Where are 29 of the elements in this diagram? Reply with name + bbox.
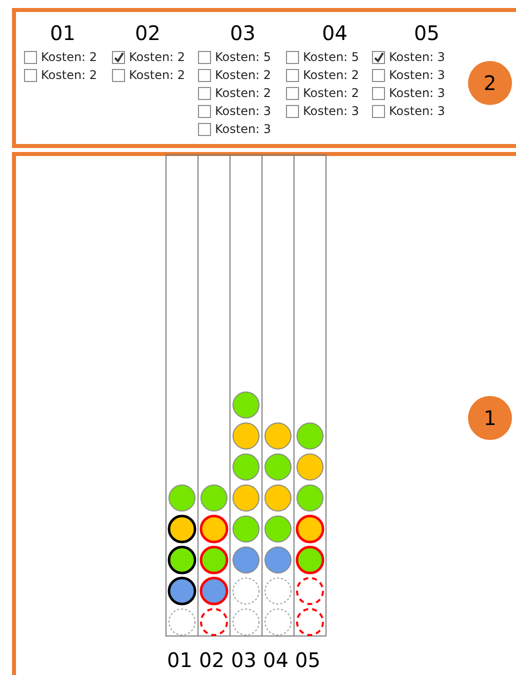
column-heading: 01 [50, 22, 76, 44]
checkbox-label: Kosten: 2 [41, 68, 98, 82]
column-heading: 03 [230, 22, 256, 44]
checkbox-label: Kosten: 5 [215, 50, 272, 64]
checkbox-label: Kosten: 2 [215, 86, 272, 100]
column-number: 05 [295, 649, 320, 671]
checkbox-label: Kosten: 2 [303, 86, 360, 100]
column-number: 01 [167, 649, 192, 671]
checkbox-label: Kosten: 3 [389, 50, 446, 64]
checkbox-label: Kosten: 2 [129, 68, 186, 82]
column-heading: 05 [414, 22, 440, 44]
checkbox-label: Kosten: 2 [41, 50, 98, 64]
checkbox-label: Kosten: 5 [303, 50, 360, 64]
checkbox-label: Kosten: 3 [389, 104, 446, 118]
column-number: 03 [231, 649, 256, 671]
number-badge: 2 [468, 61, 512, 105]
checkbox-label: Kosten: 3 [215, 122, 272, 136]
checkbox-label: Kosten: 2 [215, 68, 272, 82]
column-number: 04 [263, 649, 288, 671]
column-heading: 04 [322, 22, 348, 44]
checkbox-label: Kosten: 3 [303, 104, 360, 118]
column-heading: 02 [135, 22, 160, 44]
checkbox-label: Kosten: 2 [303, 68, 360, 82]
checkbox-label: Kosten: 3 [389, 68, 446, 82]
checkbox-label: Kosten: 3 [215, 104, 272, 118]
checkbox-label: Kosten: 2 [129, 50, 186, 64]
number-badge: 1 [468, 396, 512, 440]
column-number: 02 [199, 649, 224, 671]
checkbox-label: Kosten: 3 [389, 86, 446, 100]
